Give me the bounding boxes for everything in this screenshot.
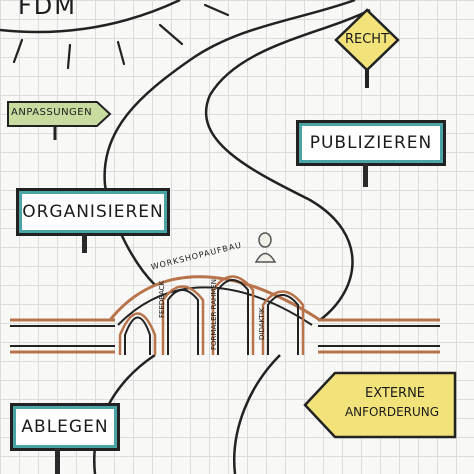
externe-sign-shape: [303, 371, 457, 439]
publizieren-sign-post: [363, 163, 368, 187]
bridge-deck-ink: [10, 325, 440, 347]
anpassungen-sign-label: ANPASSUNGEN: [11, 107, 93, 118]
externe-sign-label-1: EXTERNE: [364, 386, 426, 401]
road-right-edge: [204, 8, 371, 321]
organisieren-sign: ORGANISIEREN: [16, 188, 170, 236]
ablegen-sign: ABLEGEN: [10, 403, 120, 451]
person-figure: [254, 232, 277, 263]
bridge-pillars: [124, 279, 299, 355]
ablegen-sign-post: [55, 448, 60, 474]
bridge-deck: [10, 318, 440, 354]
organisieren-sign-post: [82, 233, 87, 253]
externe-sign-label-2: ANFORDERUNG: [344, 405, 440, 419]
recht-sign-label: RECHT: [344, 32, 390, 47]
road-lower-right: [233, 354, 281, 474]
ablegen-sign-label: ABLEGEN: [21, 417, 109, 437]
publizieren-sign-label: PUBLIZIEREN: [309, 133, 433, 153]
bridge-arch-inner: [117, 286, 313, 326]
publizieren-sign: PUBLIZIEREN: [296, 120, 446, 166]
pillar-label-formaler-rahmen: FORMALER RAHMEN: [210, 279, 218, 350]
bridge-pillars-brown: [118, 275, 305, 355]
anpassungen-sign-shape: [7, 101, 112, 127]
fdm-title: FDM: [18, 0, 77, 20]
sun-arc: [0, 0, 181, 34]
sun-rays: [12, 3, 230, 70]
pillar-label-feedback: FEEDBACK: [158, 280, 166, 318]
pillar-label-didaktik: DIDAKTIK: [258, 307, 266, 341]
bridge-arch-outer: [108, 275, 321, 322]
organisieren-sign-label: ORGANISIEREN: [22, 202, 164, 222]
